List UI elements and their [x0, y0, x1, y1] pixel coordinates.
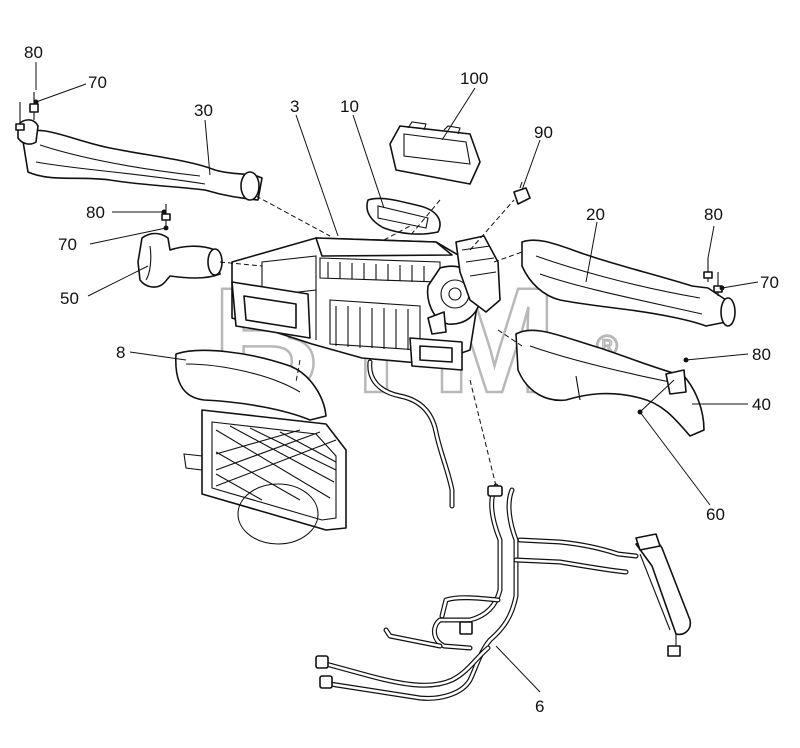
screw-80-top-left	[15, 92, 39, 131]
refrigerant-lines-part-6	[315, 483, 692, 701]
callout-70-mid-left: 70	[58, 235, 77, 254]
callout-70-top-left: 70	[88, 73, 107, 92]
duct-part-30	[17, 119, 263, 201]
duct-part-20	[521, 239, 736, 327]
callout-30: 30	[194, 101, 213, 120]
drain-hose	[367, 359, 455, 509]
callout-70-right: 70	[760, 273, 779, 292]
callout-3: 3	[290, 97, 299, 116]
filter-panel-part-10	[366, 197, 441, 235]
callout-10: 10	[340, 97, 359, 116]
control-module-part-100	[389, 121, 481, 185]
callout-80-mid-left: 80	[86, 203, 105, 222]
callout-80-right: 80	[704, 205, 723, 224]
callout-80-lower-right: 80	[752, 345, 771, 364]
callout-50: 50	[60, 289, 79, 308]
callout-80-top-left: 80	[24, 43, 43, 62]
lower-case-part-8	[175, 349, 347, 545]
leader-lines	[33, 62, 759, 693]
bracket-connector	[455, 235, 501, 313]
duct-part-50	[137, 232, 223, 288]
hvac-unit-part-3	[231, 237, 481, 371]
callout-8: 8	[116, 343, 125, 362]
assembly-lines	[219, 195, 523, 487]
callout-40: 40	[752, 395, 771, 414]
callout-labels: 80 70 30 3 10 100 90 80 70 50 20 80 70 8…	[24, 43, 779, 716]
callout-60: 60	[706, 505, 725, 524]
duct-part-40	[515, 329, 705, 437]
clip-60	[665, 369, 687, 395]
callout-20: 20	[586, 205, 605, 224]
callout-6: 6	[535, 697, 544, 716]
callout-100: 100	[460, 69, 488, 88]
sensor-part-90	[513, 181, 531, 205]
callout-90: 90	[534, 123, 553, 142]
screw-80-mid-left	[161, 204, 171, 226]
